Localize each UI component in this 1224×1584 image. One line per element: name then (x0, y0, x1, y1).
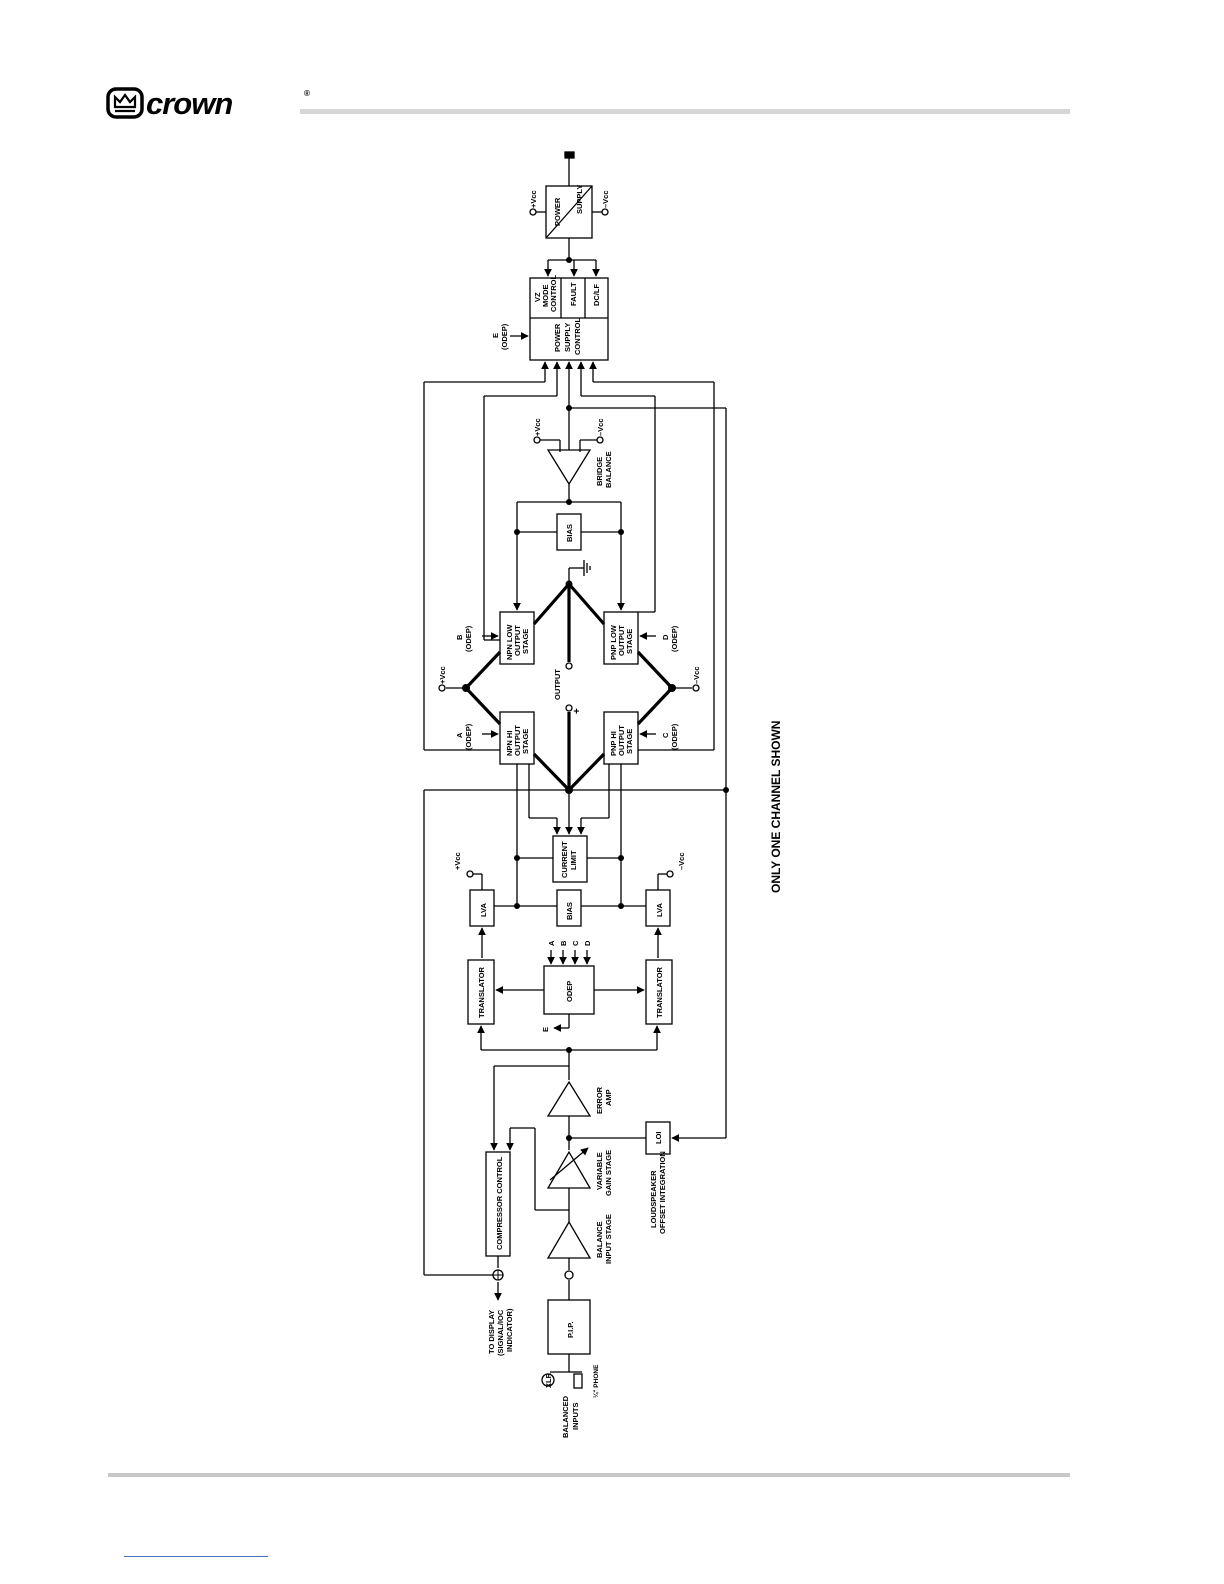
loudspeaker-2: OFFSET INTEGRATION (658, 1151, 667, 1234)
crown-logo: crown ® (106, 86, 310, 120)
variable-gain-2: GAIN STAGE (604, 1150, 613, 1196)
minus-vcc-lva: –Vcc (677, 852, 686, 870)
output-label: OUTPUT (553, 669, 562, 700)
bridge-label: BRIDGE (595, 457, 604, 486)
error-amp-1: ERROR (595, 1086, 604, 1114)
pnp-low-2: OUTPUT (617, 625, 626, 656)
c-odep-2: (ODEP) (670, 723, 679, 750)
vz-label-2: MODE (541, 285, 550, 308)
to-display-1: TO DISPLAY (487, 1310, 496, 1354)
to-display-3: INDICATOR) (505, 1308, 514, 1352)
e-odep-2: (ODEP) (500, 323, 509, 350)
to-display-2: (SIGNAL/IOC (496, 1309, 505, 1356)
pnp-hi-1: PNP HI (609, 731, 618, 756)
psc-label-2: SUPPLY (563, 323, 572, 352)
odep-label: ODEP (565, 981, 574, 1002)
bias-bottom-label: BIAS (565, 902, 574, 920)
translator-left-label: TRANSLATOR (477, 966, 486, 1018)
dclf-label: DC/LF (592, 284, 601, 306)
error-amp-2: AMP (604, 1089, 613, 1106)
npn-hi-3: STAGE (521, 729, 530, 754)
npn-low-3: STAGE (521, 629, 530, 654)
footer-rule (108, 1473, 1070, 1477)
psc-label-3: CONTROL (573, 318, 582, 355)
pnp-hi-2: OUTPUT (617, 725, 626, 756)
npn-low-1: NPN LOW (505, 624, 514, 660)
vz-label-3: CONTROL (549, 275, 558, 312)
plus-vcc-lva: +Vcc (453, 852, 462, 870)
lva-left-label: LVA (479, 903, 488, 917)
translator-right-label: TRANSLATOR (655, 966, 664, 1018)
supply-label: SUPPLY (575, 185, 584, 214)
compressor-control-label: COMPRESSOR CONTROL (495, 1156, 504, 1250)
odep-in-b: B (559, 940, 568, 946)
plus-vcc-bb: +Vcc (533, 418, 542, 436)
b-odep-1: B (455, 634, 464, 640)
npn-hi-2: OUTPUT (513, 725, 522, 756)
lva-right-label: LVA (655, 903, 664, 917)
a-odep-1: A (455, 732, 464, 738)
pnp-low-3: STAGE (625, 629, 634, 654)
vz-label-1: VZ (533, 292, 542, 302)
e-label: E (541, 1027, 550, 1032)
only-one-channel-note: ONLY ONE CHANNEL SHOWN (769, 721, 783, 893)
minus-vcc-bb: –Vcc (596, 418, 605, 436)
phone-label: ¼" PHONE (592, 1364, 600, 1398)
npn-low-2: OUTPUT (513, 625, 522, 656)
loudspeaker-1: LOUDSPEAKER (649, 1170, 658, 1228)
footer-link-underline[interactable] (124, 1556, 268, 1557)
b-odep-2: (ODEP) (464, 625, 473, 652)
d-odep-2: (ODEP) (670, 625, 679, 652)
variable-gain-1: VARIABLE (595, 1152, 604, 1190)
odep-in-d: D (583, 940, 592, 946)
bias-top-label: BIAS (565, 524, 574, 542)
d-odep-1: D (661, 634, 670, 640)
balance-input-2: INPUT STAGE (604, 1214, 613, 1264)
current-limit-1: CURRENT (560, 841, 569, 878)
power-label: POWER (553, 197, 562, 226)
header-rule (300, 109, 1070, 114)
trademark: ® (304, 89, 310, 98)
plus-label: + (572, 708, 583, 714)
xlr-label: XLR (544, 1372, 553, 1388)
pnp-hi-3: STAGE (625, 729, 634, 754)
balance-input-1: BALANCE (595, 1221, 604, 1258)
minus-vcc-ps: –Vcc (601, 190, 610, 208)
balance-label: BALANCE (604, 451, 613, 488)
pip-label: P.I.P. (566, 1322, 575, 1338)
a-odep-2: (ODEP) (464, 723, 473, 750)
fault-label: FAULT (569, 282, 578, 306)
odep-in-c: C (571, 940, 580, 946)
svg-text:crown: crown (146, 86, 232, 120)
balanced-inputs-1: BALANCED (561, 1395, 570, 1438)
balanced-inputs-2: INPUTS (571, 1402, 580, 1430)
current-limit-2: LIMIT (569, 850, 578, 870)
page-header: crown ® (0, 0, 1224, 140)
c-odep-1: C (661, 732, 670, 738)
plus-vcc-rail: +Vcc (438, 666, 447, 684)
loi-label: LOI (654, 1132, 663, 1145)
odep-in-a: A (547, 940, 556, 946)
plus-vcc-ps: +Vcc (529, 190, 538, 208)
psc-label-1: POWER (553, 323, 562, 352)
npn-hi-1: NPN HI (505, 731, 514, 756)
pnp-low-1: PNP LOW (609, 624, 618, 660)
minus-vcc-rail: –Vcc (692, 666, 701, 684)
e-odep-1: E (491, 333, 500, 338)
